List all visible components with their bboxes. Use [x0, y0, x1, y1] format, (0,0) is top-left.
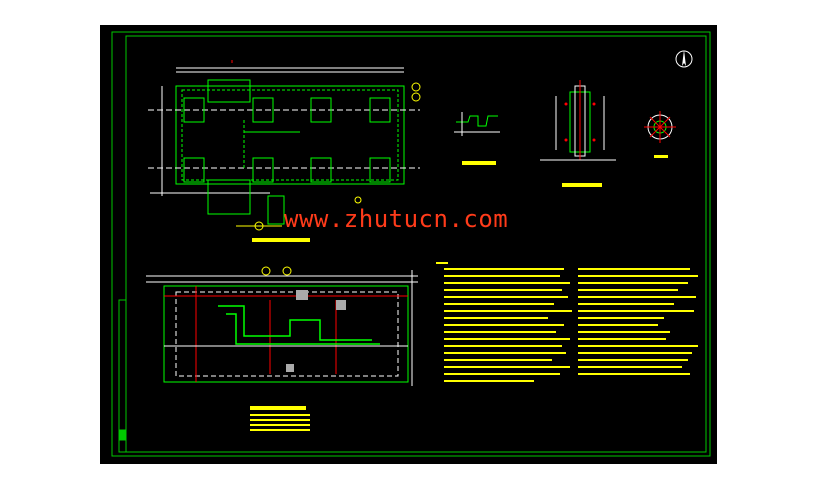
detail-section-1: [454, 112, 500, 165]
foundation-plan-lower: [146, 266, 418, 431]
watermark-text: www.zhutucn.com: [284, 205, 509, 233]
detail-section-3: [644, 111, 676, 158]
drawing-frame: [111, 31, 711, 457]
general-notes: [436, 262, 698, 382]
title-block: [118, 299, 127, 453]
detail-section-2: [540, 80, 616, 187]
foundation-plan-upper: [148, 60, 421, 242]
north-arrow-icon: [675, 50, 693, 68]
